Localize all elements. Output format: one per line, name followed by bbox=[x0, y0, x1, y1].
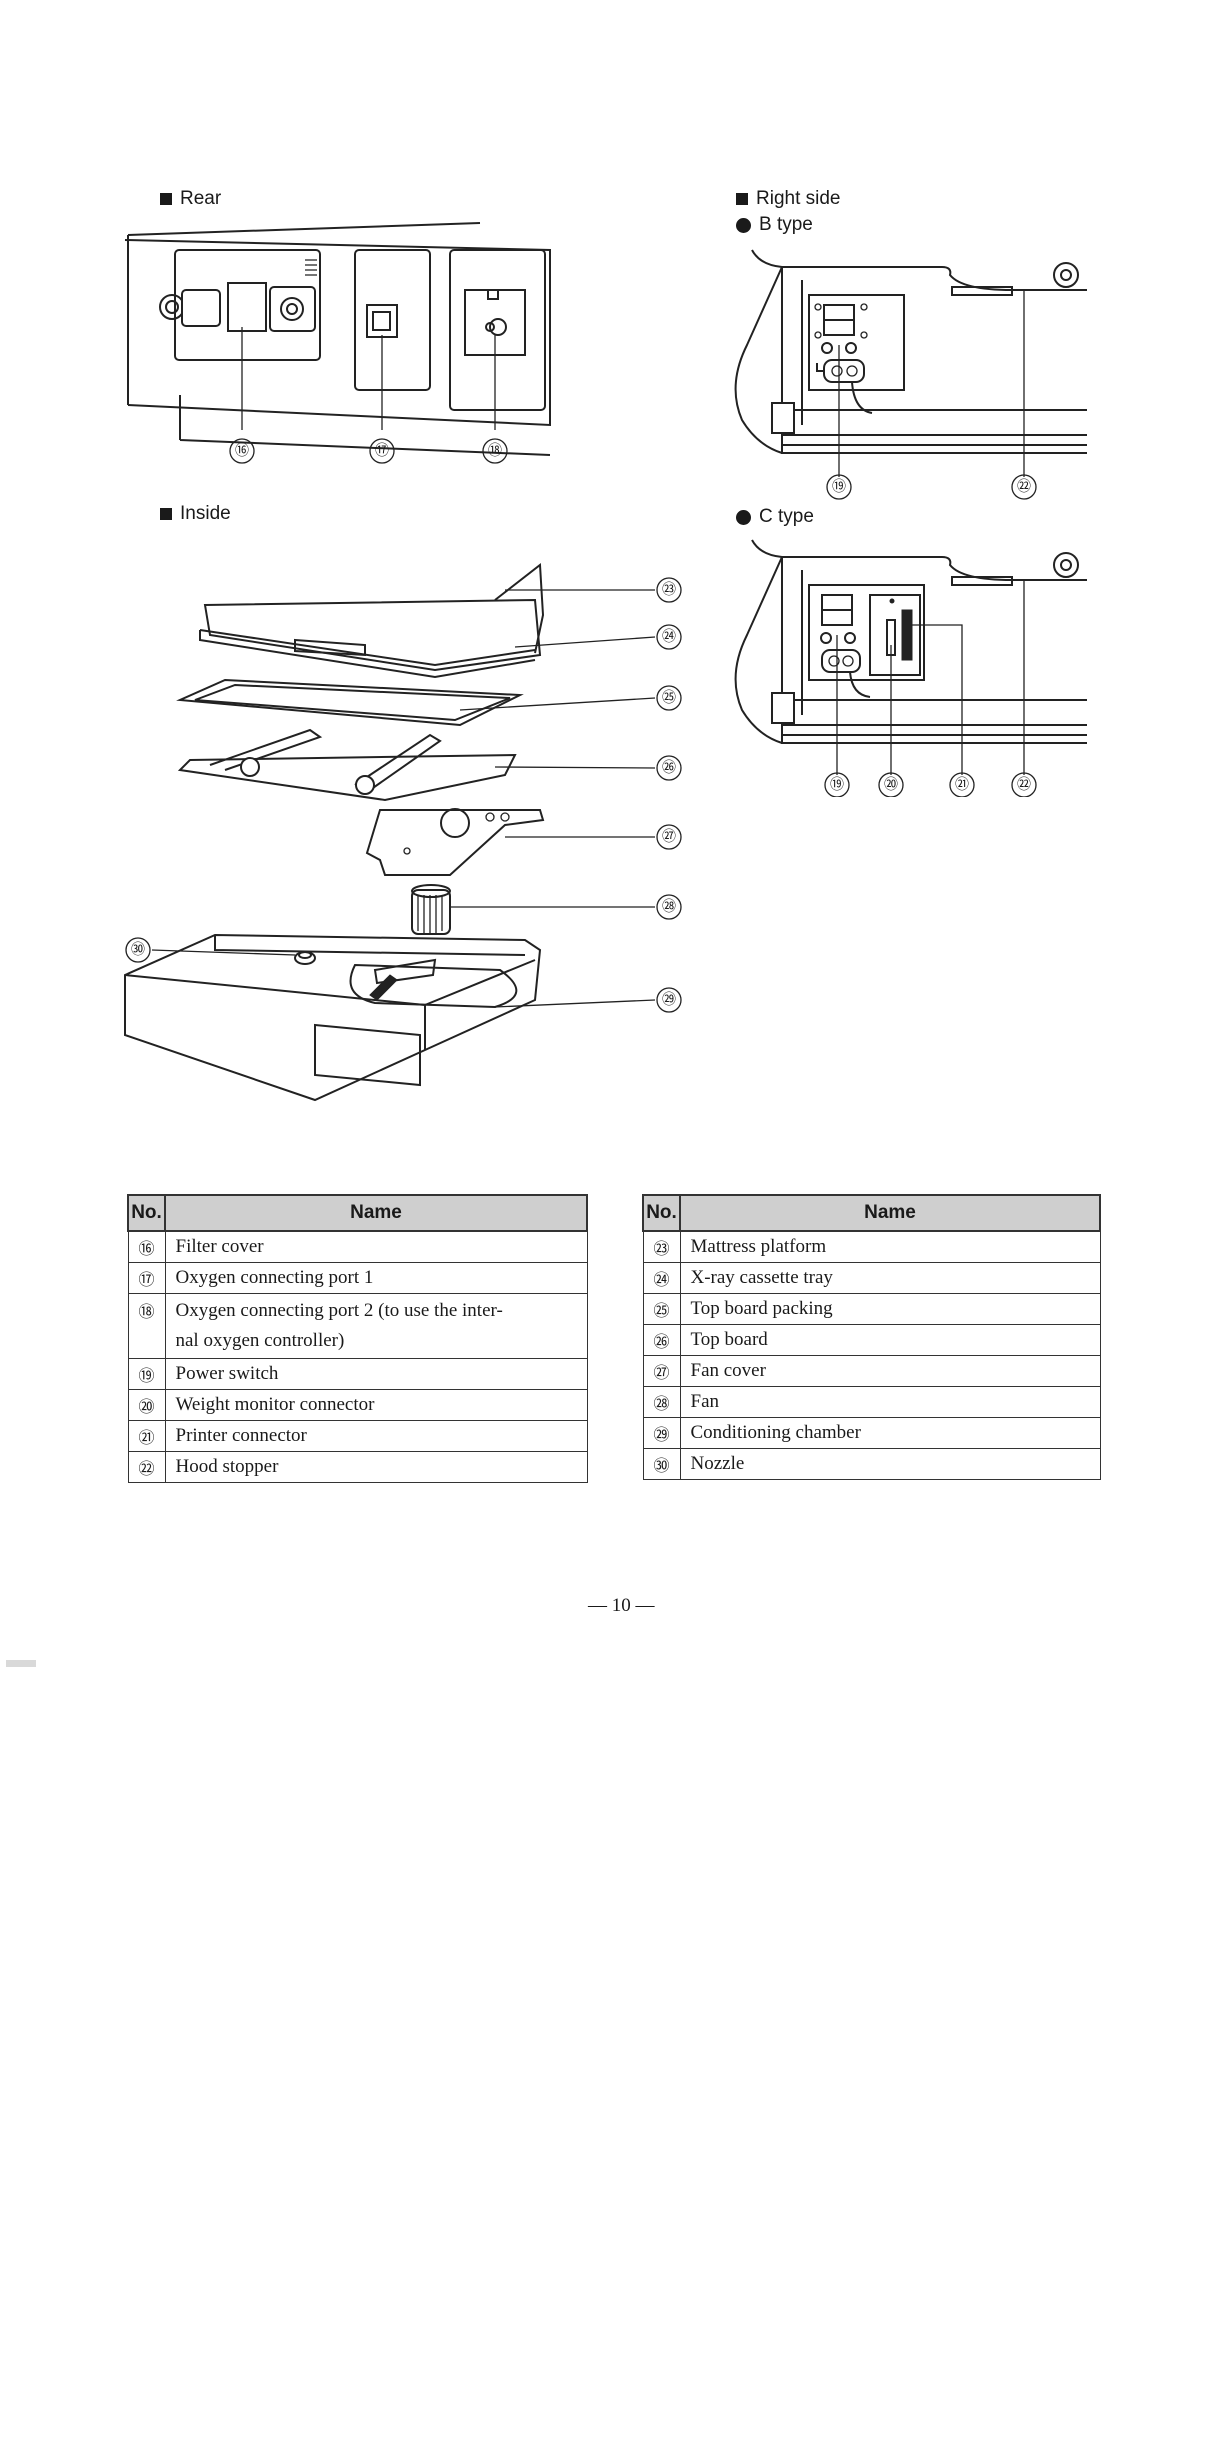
table-row: ㉓ Mattress platform bbox=[642, 1230, 1101, 1263]
part-number: ㉙ bbox=[642, 1417, 681, 1449]
square-bullet-icon bbox=[160, 193, 172, 205]
part-name: Printer connector bbox=[164, 1420, 588, 1452]
heading-inside: Inside bbox=[160, 503, 231, 525]
scan-mark bbox=[6, 1660, 36, 1667]
part-number: ㉘ bbox=[642, 1386, 681, 1418]
column-header-name: Name bbox=[164, 1194, 588, 1232]
callout-17: ⑰ bbox=[375, 443, 389, 459]
callout-26: ㉖ bbox=[662, 760, 676, 776]
callout-20: ⑳ bbox=[884, 777, 898, 793]
part-name: Fan cover bbox=[679, 1355, 1101, 1387]
part-number: ㉑ bbox=[127, 1420, 166, 1452]
callout-23: ㉓ bbox=[662, 582, 676, 598]
part-name: Hood stopper bbox=[164, 1451, 588, 1483]
callout-18: ⑱ bbox=[488, 443, 502, 459]
part-number: ㉔ bbox=[642, 1262, 681, 1294]
part-number: ⑰ bbox=[127, 1262, 166, 1294]
part-name: Filter cover bbox=[164, 1230, 588, 1263]
part-number: ⑯ bbox=[127, 1230, 166, 1263]
part-name: Conditioning chamber bbox=[679, 1417, 1101, 1449]
heading-rear: Rear bbox=[160, 188, 221, 210]
callout-16: ⑯ bbox=[235, 443, 249, 459]
heading-c-type: C type bbox=[736, 506, 814, 528]
part-name: Weight monitor connector bbox=[164, 1389, 588, 1421]
table-row: ㉚ Nozzle bbox=[642, 1448, 1101, 1480]
part-number: ㉚ bbox=[642, 1448, 681, 1480]
callout-27: ㉗ bbox=[662, 829, 676, 845]
table-row: ㉔ X-ray cassette tray bbox=[642, 1262, 1101, 1294]
table-row: ⑳ Weight monitor connector bbox=[127, 1389, 588, 1421]
parts-table-left: No. Name ⑯ Filter cover ⑰ Oxygen connect… bbox=[127, 1194, 588, 1483]
part-name-line-1: Oxygen connecting port 2 (to use the int… bbox=[175, 1300, 503, 1321]
part-number: ⑱ bbox=[127, 1293, 166, 1359]
table-row: ㉒ Hood stopper bbox=[127, 1451, 588, 1483]
part-name: Nozzle bbox=[679, 1448, 1101, 1480]
inside-exploded-drawing: ㉓ ㉔ ㉕ ㉖ ㉗ ㉘ ㉙ ㉚ bbox=[124, 563, 682, 1102]
table-row: ㉙ Conditioning chamber bbox=[642, 1417, 1101, 1449]
callout-22-c: ㉒ bbox=[1017, 777, 1031, 793]
table-row: ⑯ Filter cover bbox=[127, 1230, 588, 1263]
square-bullet-icon bbox=[160, 508, 172, 520]
table-row: ㉗ Fan cover bbox=[642, 1355, 1101, 1387]
part-name: Mattress platform bbox=[679, 1230, 1101, 1263]
heading-b-type: B type bbox=[736, 214, 813, 236]
part-number: ㉒ bbox=[127, 1451, 166, 1483]
callout-24: ㉔ bbox=[662, 629, 676, 645]
table-row: ⑱ Oxygen connecting port 2 (to use the i… bbox=[127, 1293, 588, 1359]
round-bullet-icon bbox=[736, 217, 751, 233]
table-row: ㉑ Printer connector bbox=[127, 1420, 588, 1452]
callout-25: ㉕ bbox=[662, 690, 676, 706]
heading-right-side: Right side bbox=[736, 188, 841, 210]
right-side-c-type-drawing: ⑲ ⑳ ㉑ ㉒ bbox=[734, 539, 1087, 797]
part-name: Fan bbox=[679, 1386, 1101, 1418]
part-name: Top board packing bbox=[679, 1293, 1101, 1325]
callout-19-b: ⑲ bbox=[832, 479, 846, 495]
table-row: ⑰ Oxygen connecting port 1 bbox=[127, 1262, 588, 1294]
page-number: — 10 — bbox=[588, 1595, 655, 1616]
part-number: ㉕ bbox=[642, 1293, 681, 1325]
part-number: ㉓ bbox=[642, 1230, 681, 1263]
part-name: Power switch bbox=[164, 1358, 588, 1390]
parts-table-right: No. Name ㉓ Mattress platform ㉔ X-ray cas… bbox=[642, 1194, 1101, 1480]
callout-22-b: ㉒ bbox=[1017, 479, 1031, 495]
table-row: ㉕ Top board packing bbox=[642, 1293, 1101, 1325]
column-header-no: No. bbox=[127, 1194, 166, 1232]
part-number: ⑲ bbox=[127, 1358, 166, 1390]
part-name: X-ray cassette tray bbox=[679, 1262, 1101, 1294]
part-name-line-2: nal oxygen controller) bbox=[175, 1330, 345, 1351]
table-row: ㉘ Fan bbox=[642, 1386, 1101, 1418]
round-bullet-icon bbox=[736, 509, 751, 525]
part-name: Top board bbox=[679, 1324, 1101, 1356]
column-header-name: Name bbox=[679, 1194, 1101, 1232]
callout-21: ㉑ bbox=[955, 777, 969, 793]
part-name: Oxygen connecting port 2 (to use the int… bbox=[164, 1293, 588, 1359]
column-header-no: No. bbox=[642, 1194, 681, 1232]
square-bullet-icon bbox=[736, 193, 748, 205]
callout-19-c: ⑲ bbox=[830, 777, 844, 793]
part-number: ⑳ bbox=[127, 1389, 166, 1421]
callout-29: ㉙ bbox=[662, 992, 676, 1008]
part-number: ㉖ bbox=[642, 1324, 681, 1356]
right-side-b-type-drawing: ⑲ ㉒ bbox=[734, 249, 1087, 500]
table-header-row: No. Name bbox=[642, 1194, 1101, 1232]
part-number: ㉗ bbox=[642, 1355, 681, 1387]
callout-30: ㉚ bbox=[131, 942, 145, 958]
rear-view-drawing: ⑯ ⑰ ⑱ bbox=[124, 222, 551, 464]
part-name: Oxygen connecting port 1 bbox=[164, 1262, 588, 1294]
callout-28: ㉘ bbox=[662, 899, 676, 915]
table-row: ㉖ Top board bbox=[642, 1324, 1101, 1356]
table-row: ⑲ Power switch bbox=[127, 1358, 588, 1390]
table-header-row: No. Name bbox=[127, 1194, 588, 1232]
